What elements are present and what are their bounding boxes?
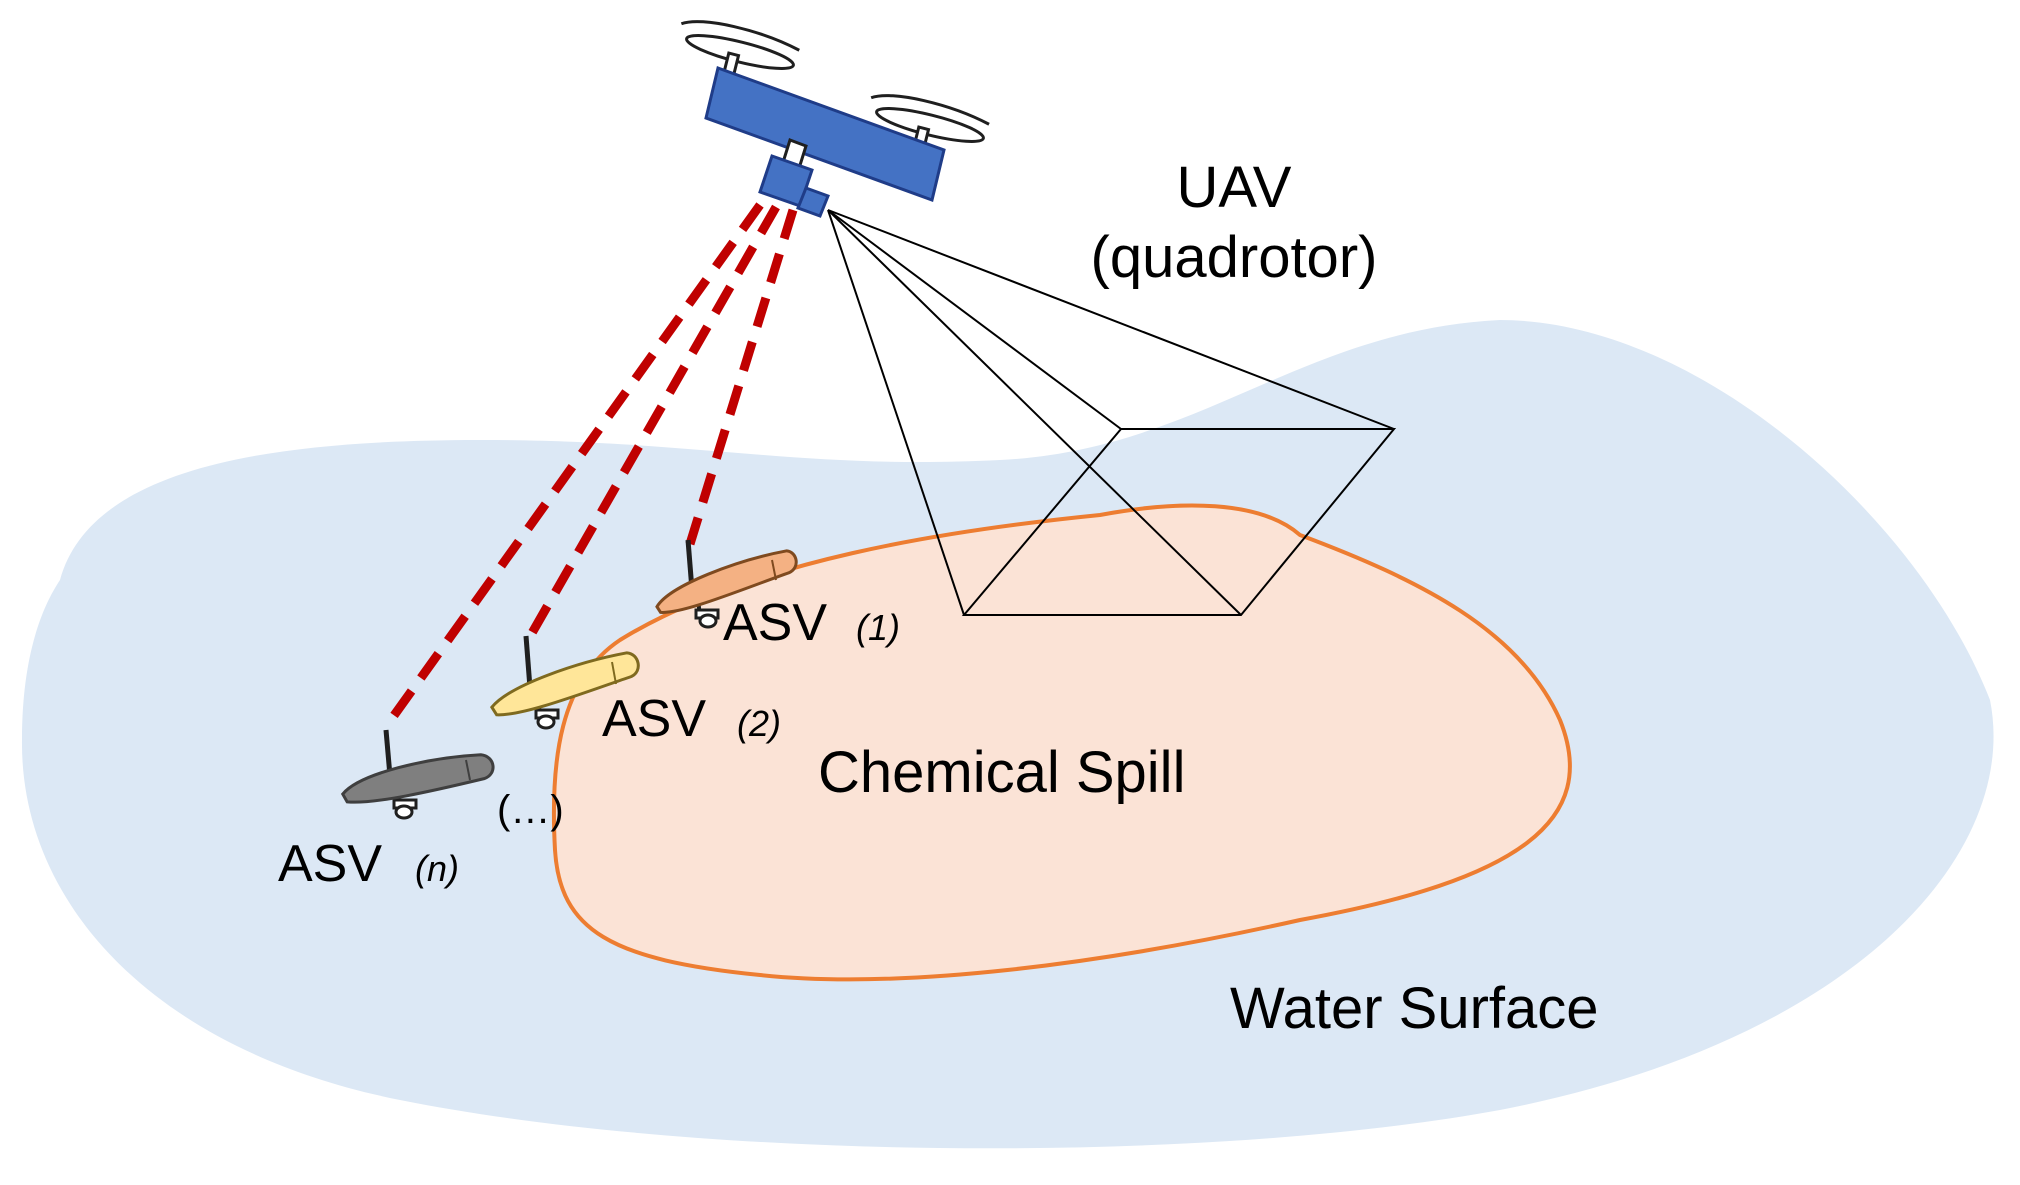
asv-n-label: ASV <box>278 835 382 893</box>
asv-n-vessel-icon <box>340 729 495 820</box>
quadrotor-drone-icon <box>680 20 990 218</box>
link-asv-2 <box>524 204 780 643</box>
uav-type-label: (quadrotor) <box>1091 225 1378 290</box>
asv-1-index: (1) <box>856 607 900 648</box>
link-asv-1 <box>685 208 798 546</box>
chemical-spill-region <box>551 503 1572 982</box>
link-asv-n <box>381 202 764 731</box>
chemical-spill-label: Chemical Spill <box>818 740 1185 805</box>
more-asvs-ellipsis: (…) <box>497 788 564 832</box>
water-surface-label: Water Surface <box>1230 976 1599 1041</box>
asv-n-index: (n) <box>415 848 459 889</box>
uav-label: UAV <box>1177 155 1292 220</box>
asv-2-index: (2) <box>737 703 781 744</box>
asv-1-label: ASV <box>723 594 827 652</box>
asv-2-vessel-icon <box>489 635 640 730</box>
asv-2-label: ASV <box>602 690 706 748</box>
asv-1-vessel-icon <box>655 539 798 629</box>
camera-fov-frustum <box>827 209 1397 616</box>
communication-links <box>381 202 798 731</box>
